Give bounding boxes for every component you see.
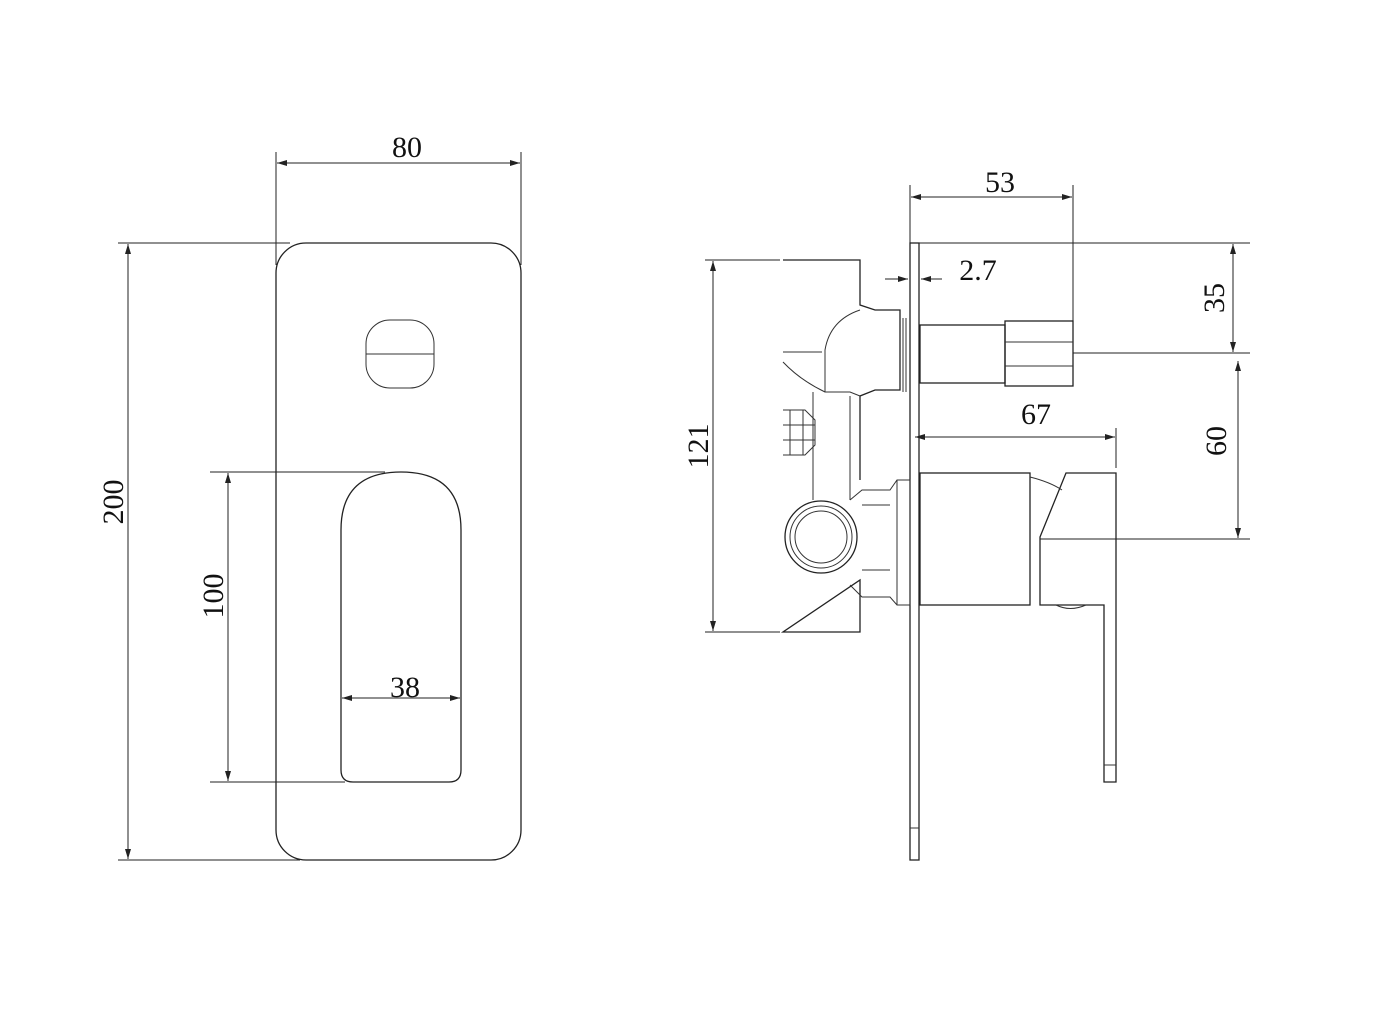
dimension-height: 200 — [97, 242, 300, 861]
dimension-label-height: 200 — [97, 480, 130, 525]
dimension-label-diverter-offset: 35 — [1198, 283, 1231, 313]
dimension-label-width: 80 — [392, 131, 422, 164]
dimension-lever-projection: 67 — [915, 398, 1117, 468]
diverter-button — [365, 319, 435, 389]
dimension-label-plate-thickness: 2.7 — [959, 254, 997, 287]
dimension-label-lever-height: 100 — [197, 574, 230, 619]
dimension-body-depth: 121 — [682, 259, 780, 633]
diverter-stem — [919, 320, 1074, 387]
wall-plate — [909, 242, 920, 861]
dimension-axis-spacing: 60 — [1040, 361, 1250, 540]
dimension-lever-width: 38 — [342, 671, 460, 704]
mixer-lever — [340, 471, 462, 783]
dimension-label-axis-spacing: 60 — [1200, 426, 1233, 456]
dimension-diverter-projection: 53 — [909, 166, 1074, 321]
dimension-width: 80 — [275, 131, 522, 265]
dimension-lever-height: 100 — [197, 471, 385, 783]
cover-plate — [275, 242, 522, 861]
dimension-diverter-offset: 35 — [919, 242, 1250, 354]
dimension-label-diverter-projection: 53 — [985, 166, 1015, 199]
dimension-label-lever-width: 38 — [390, 671, 420, 704]
mixer-handle-side — [919, 472, 1117, 783]
dimension-label-lever-projection: 67 — [1021, 398, 1051, 431]
hex-fitting — [783, 409, 816, 456]
threaded-coupler — [902, 318, 907, 392]
valve-body — [780, 259, 901, 633]
dimension-plate-thickness: 2.7 — [885, 254, 997, 287]
side-view: 121 53 2.7 35 60 — [682, 166, 1250, 861]
dimension-label-body-depth: 121 — [682, 424, 715, 469]
inlet-fitting — [784, 479, 911, 606]
front-view: 80 200 100 38 — [97, 131, 522, 861]
